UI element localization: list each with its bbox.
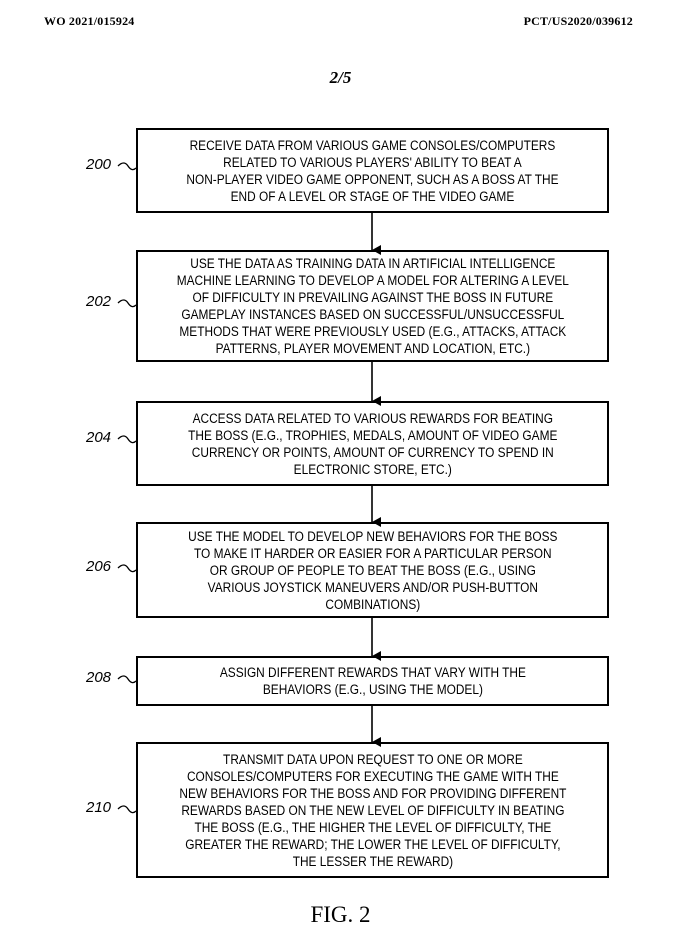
ref-200: 200 bbox=[86, 156, 111, 173]
ref-208: 208 bbox=[86, 669, 111, 686]
step-210-line-5: THE BOSS (E.G., THE HIGHER THE LEVEL OF … bbox=[179, 819, 566, 836]
step-210-line-4: REWARDS BASED ON THE NEW LEVEL OF DIFFIC… bbox=[179, 802, 566, 819]
step-box-204: ACCESS DATA RELATED TO VARIOUS REWARDS F… bbox=[136, 401, 609, 486]
step-box-210: TRANSMIT DATA UPON REQUEST TO ONE OR MOR… bbox=[136, 742, 609, 878]
step-202-line-1: USE THE DATA AS TRAINING DATA IN ARTIFIC… bbox=[176, 255, 568, 272]
step-204-line-1: ACCESS DATA RELATED TO VARIOUS REWARDS F… bbox=[188, 410, 557, 427]
figure-label: FIG. 2 bbox=[0, 902, 681, 928]
step-204-line-4: ELECTRONIC STORE, ETC.) bbox=[188, 461, 557, 478]
step-204-line-2: THE BOSS (E.G., TROPHIES, MEDALS, AMOUNT… bbox=[188, 427, 557, 444]
step-200-line-1: RECEIVE DATA FROM VARIOUS GAME CONSOLES/… bbox=[186, 137, 558, 154]
ref-206: 206 bbox=[86, 558, 111, 575]
step-208-line-1: ASSIGN DIFFERENT REWARDS THAT VARY WITH … bbox=[219, 664, 525, 681]
leader-206 bbox=[118, 565, 136, 572]
step-202-line-3: OF DIFFICULTY IN PREVAILING AGAINST THE … bbox=[176, 289, 568, 306]
ref-210: 210 bbox=[86, 799, 111, 816]
step-208-line-2: BEHAVIORS (E.G., USING THE MODEL) bbox=[219, 681, 525, 698]
step-200-line-4: END OF A LEVEL OR STAGE OF THE VIDEO GAM… bbox=[186, 188, 558, 205]
step-200-line-2: RELATED TO VARIOUS PLAYERS' ABILITY TO B… bbox=[186, 154, 558, 171]
step-210-line-1: TRANSMIT DATA UPON REQUEST TO ONE OR MOR… bbox=[179, 751, 566, 768]
step-202-line-2: MACHINE LEARNING TO DEVELOP A MODEL FOR … bbox=[176, 272, 568, 289]
step-box-206: USE THE MODEL TO DEVELOP NEW BEHAVIORS F… bbox=[136, 522, 609, 618]
leader-210 bbox=[118, 806, 136, 813]
step-206-line-5: COMBINATIONS) bbox=[188, 596, 557, 613]
step-206-line-4: VARIOUS JOYSTICK MANEUVERS AND/OR PUSH-B… bbox=[188, 579, 557, 596]
step-202-line-6: PATTERNS, PLAYER MOVEMENT AND LOCATION, … bbox=[176, 340, 568, 357]
step-box-202: USE THE DATA AS TRAINING DATA IN ARTIFIC… bbox=[136, 250, 609, 362]
step-206-line-2: TO MAKE IT HARDER OR EASIER FOR A PARTIC… bbox=[188, 545, 557, 562]
step-200-line-3: NON-PLAYER VIDEO GAME OPPONENT, SUCH AS … bbox=[186, 171, 558, 188]
leader-208 bbox=[118, 676, 136, 683]
leader-200 bbox=[118, 163, 136, 170]
step-206-line-1: USE THE MODEL TO DEVELOP NEW BEHAVIORS F… bbox=[188, 528, 557, 545]
leader-204 bbox=[118, 436, 136, 443]
step-204-line-3: CURRENCY OR POINTS, AMOUNT OF CURRENCY T… bbox=[188, 444, 557, 461]
leader-202 bbox=[118, 300, 136, 307]
step-210-line-6: GREATER THE REWARD; THE LOWER THE LEVEL … bbox=[179, 836, 566, 853]
step-box-200: RECEIVE DATA FROM VARIOUS GAME CONSOLES/… bbox=[136, 128, 609, 213]
ref-204: 204 bbox=[86, 429, 111, 446]
step-box-208: ASSIGN DIFFERENT REWARDS THAT VARY WITH … bbox=[136, 656, 609, 706]
step-202-line-4: GAMEPLAY INSTANCES BASED ON SUCCESSFUL/U… bbox=[176, 306, 568, 323]
step-210-line-2: CONSOLES/COMPUTERS FOR EXECUTING THE GAM… bbox=[179, 768, 566, 785]
step-210-line-7: THE LESSER THE REWARD) bbox=[179, 853, 566, 870]
ref-202: 202 bbox=[86, 293, 111, 310]
step-210-line-3: NEW BEHAVIORS FOR THE BOSS AND FOR PROVI… bbox=[179, 785, 566, 802]
step-202-line-5: METHODS THAT WERE PREVIOUSLY USED (E.G.,… bbox=[176, 323, 568, 340]
step-206-line-3: OR GROUP OF PEOPLE TO BEAT THE BOSS (E.G… bbox=[188, 562, 557, 579]
